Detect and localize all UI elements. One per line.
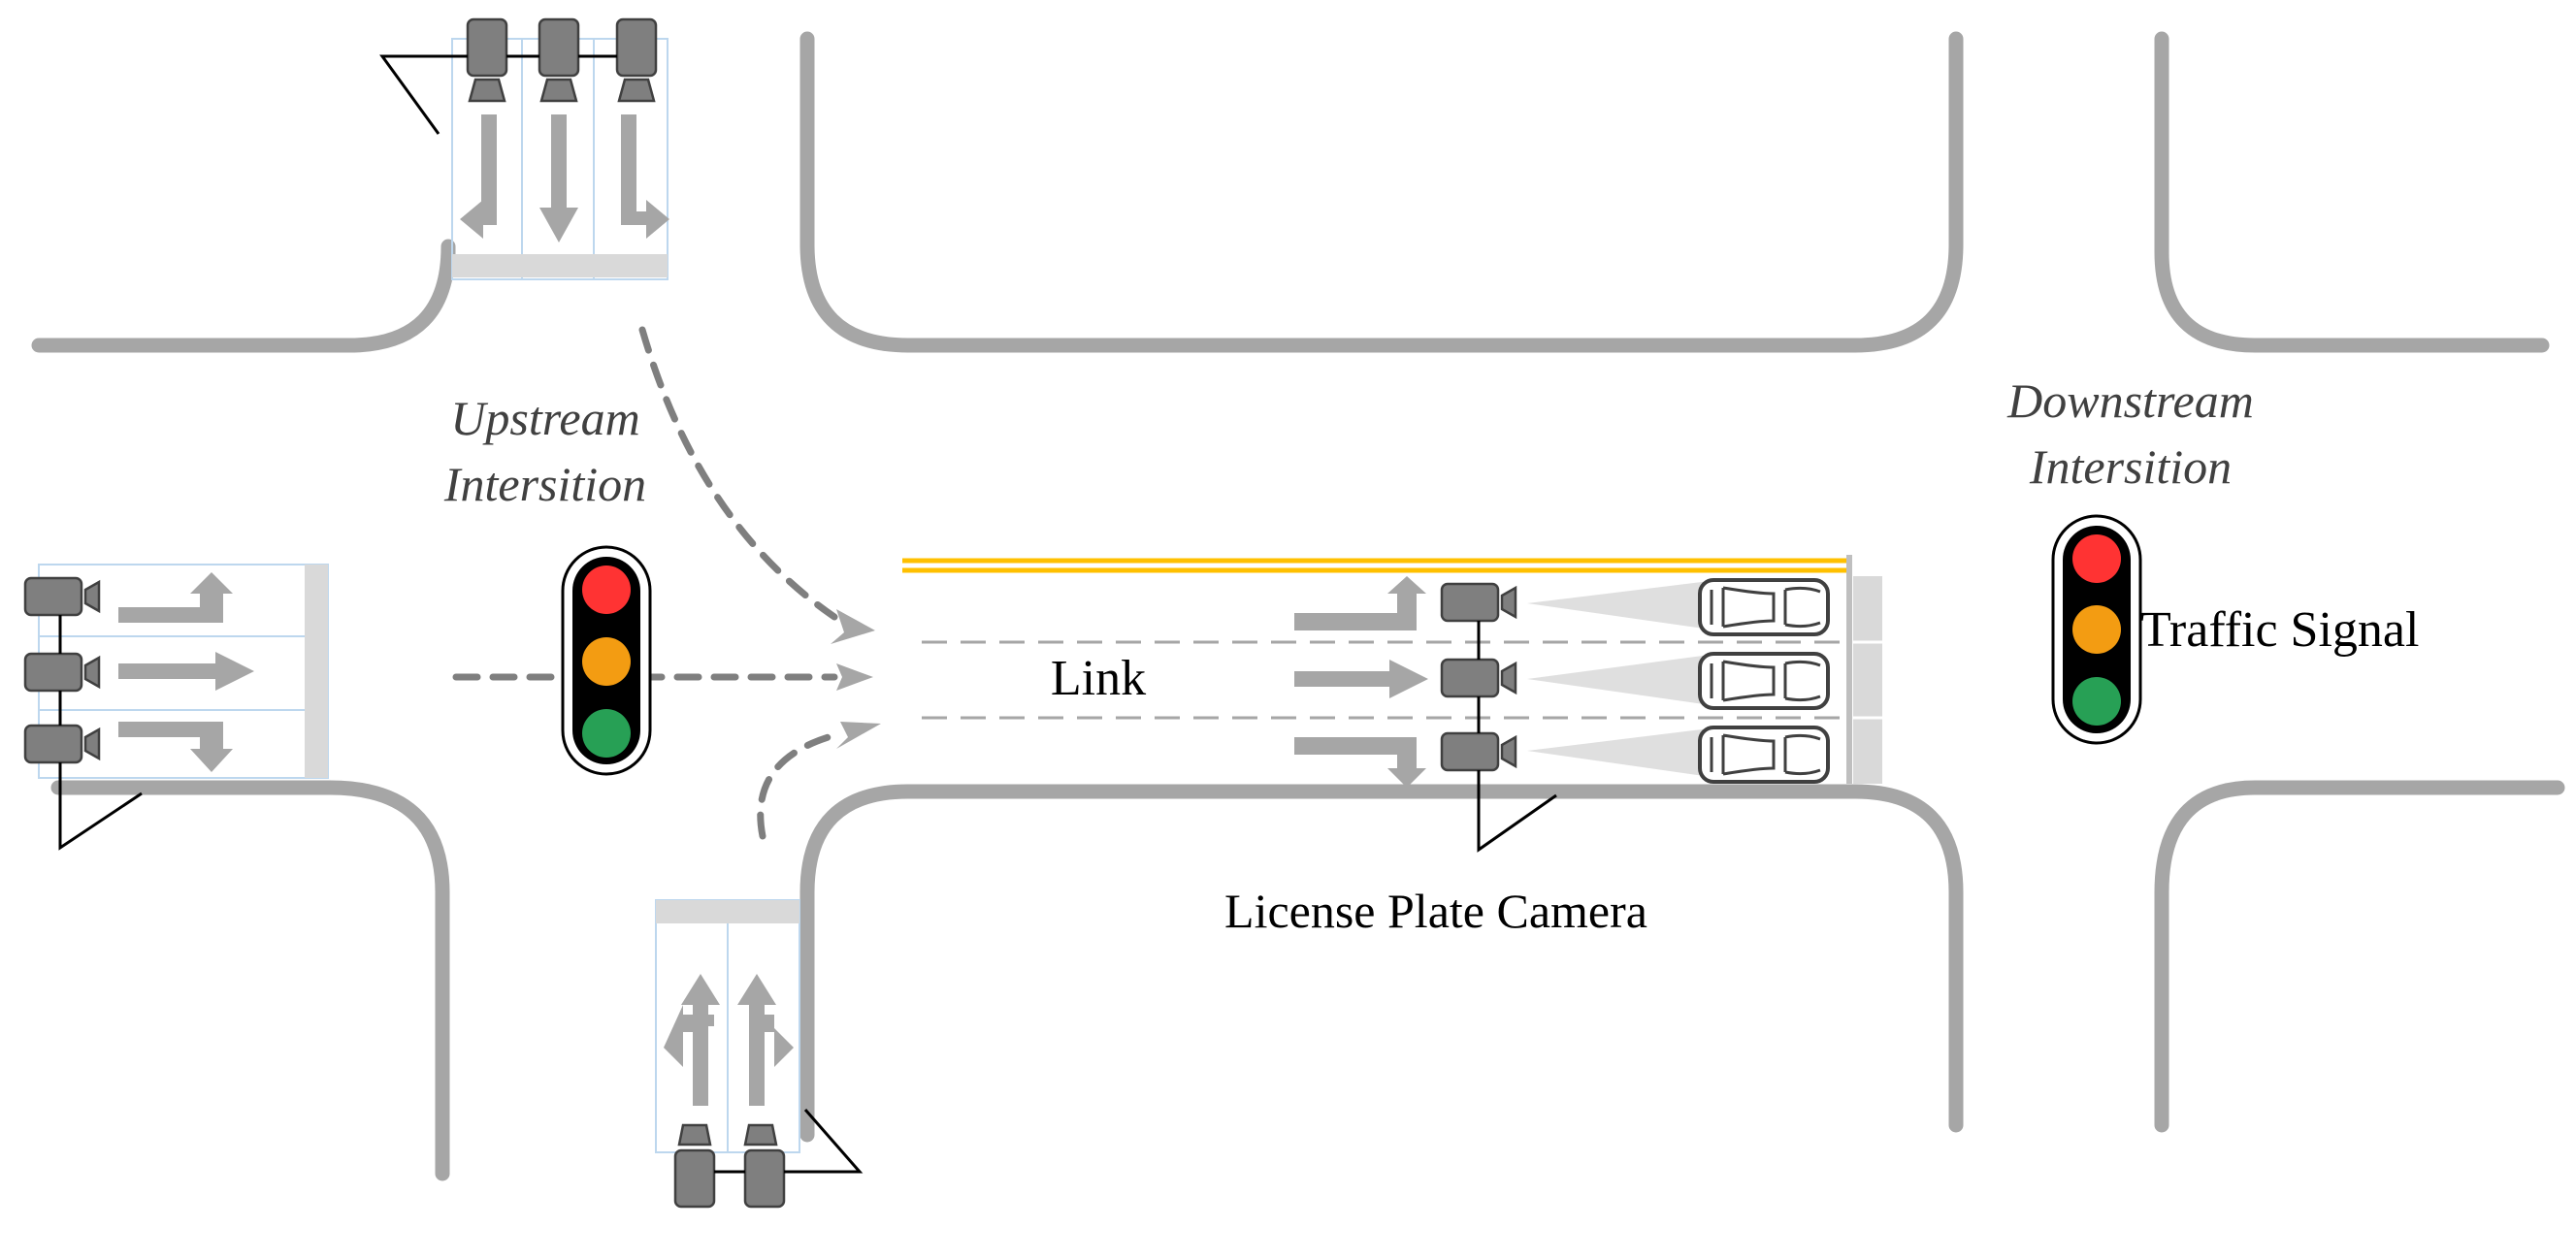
signal-amber [582,637,631,686]
license-plate-camera-icon [23,652,101,693]
license-plate-camera-icon [673,1123,716,1209]
flow-from-south [757,729,846,840]
license-plate-camera-icon [23,576,101,617]
lane-arrow-icon [460,114,497,239]
car-icon [1698,578,1830,636]
license-plate-camera-icon [743,1123,786,1209]
license-plate-camera-icon [466,17,508,103]
signal-red [582,565,631,614]
downstream-label-line1: Downstream [2006,373,2254,428]
lane-arrow-icon [1294,737,1426,788]
west-approach [23,564,329,851]
lane-arrow-icon [118,722,233,772]
signal-red [2072,534,2121,583]
license-plate-camera-icon [538,17,580,103]
curb-top-left [31,239,456,353]
traffic-light-icon [2051,514,2142,745]
camera-beam [1527,654,1717,706]
link-segment [902,555,1882,853]
license-plate-camera-icon [615,17,658,103]
curb-bottom-middle [799,784,1964,1143]
curb-top-right [2154,31,2550,353]
upstream-label-line1: Upstream [450,391,639,445]
lane-arrow-icon [621,114,669,239]
north-approach [379,17,669,280]
curb-top-middle [799,31,1964,353]
lane-arrow-icon [737,974,794,1106]
lane-arrow-icon [664,974,720,1106]
lane-arrow-icon [539,114,578,242]
car-icon [1698,652,1830,710]
camera-beam [1527,727,1717,778]
curb-bottom-right [2154,780,2565,1133]
signal-amber [2072,605,2121,654]
lane-arrow-icon [118,652,254,691]
lane-arrow-icon [1294,576,1426,630]
license-plate-camera-icon [1440,731,1517,772]
license-plate-camera-icon [23,724,101,764]
signal-green [582,709,631,758]
curb-bottom-left [50,780,450,1181]
flow-from-north [638,326,838,621]
link-label: Link [1051,651,1146,706]
signal-green [2072,677,2121,726]
car-icon [1698,726,1830,784]
upstream-label-line2: Intersition [443,457,646,511]
traffic-light-icon [561,545,652,776]
lane-arrow-icon [118,572,233,623]
traffic-signal-label: Traffic Signal [2140,602,2419,658]
camera-label: License Plate Camera [1224,884,1647,938]
road-curbs [31,31,2565,1181]
license-plate-camera-icon [1440,658,1517,698]
camera-beam [1527,580,1717,630]
south-approach [655,899,864,1209]
lane-arrow-icon [1294,660,1428,698]
downstream-label-line2: Intersition [2029,439,2232,494]
license-plate-camera-icon [1440,582,1517,623]
